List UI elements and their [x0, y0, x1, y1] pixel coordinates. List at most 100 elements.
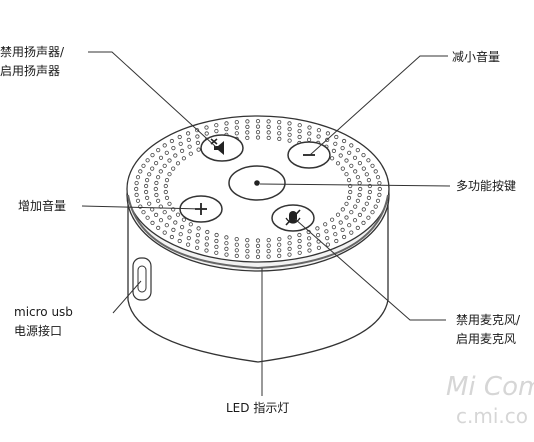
- multi-function-button[interactable]: [228, 165, 286, 201]
- grille-hole: [186, 236, 191, 241]
- grille-hole: [234, 253, 239, 258]
- label-mute-mic-line2: 启用麦克风: [456, 332, 517, 346]
- grille-hole: [287, 241, 292, 246]
- grille-hole: [373, 204, 378, 209]
- grille-hole: [205, 229, 210, 235]
- grille-hole: [340, 166, 345, 171]
- grille-hole: [204, 131, 209, 136]
- grille-hole: [349, 143, 354, 148]
- grille-hole: [361, 153, 366, 158]
- grille-hole: [347, 150, 352, 155]
- grille-hole: [245, 249, 250, 254]
- grille-hole: [162, 210, 167, 215]
- grille-hole: [352, 218, 358, 223]
- label-mute-speaker-line2: 启用扬声器: [0, 64, 61, 78]
- grille-hole: [361, 220, 366, 225]
- grille-hole: [162, 163, 167, 168]
- grille-hole: [141, 210, 146, 215]
- grille-hole: [245, 243, 250, 248]
- grille-hole: [346, 195, 352, 200]
- grille-hole: [297, 129, 302, 134]
- grille-hole: [162, 230, 167, 235]
- grille-hole: [353, 169, 358, 174]
- grille-hole: [245, 254, 250, 259]
- grille-hole: [173, 220, 178, 225]
- grille-hole: [153, 186, 158, 192]
- leader-usb: [112, 280, 142, 314]
- speaker-grille: [134, 119, 382, 259]
- grille-hole: [175, 161, 181, 166]
- grille-hole: [323, 222, 328, 227]
- grille-hole: [344, 172, 349, 177]
- grille-hole: [214, 250, 219, 255]
- grille-hole: [255, 254, 261, 259]
- grille-hole: [255, 124, 261, 129]
- grille-hole: [329, 156, 335, 161]
- mic-mute-icon: [285, 209, 301, 226]
- grille-hole: [325, 236, 330, 241]
- grille-hole: [163, 189, 168, 195]
- volume-down-button[interactable]: [287, 141, 331, 169]
- grille-hole: [287, 138, 292, 143]
- grille-hole: [366, 178, 371, 183]
- grille-hole: [224, 241, 229, 246]
- grille-hole: [134, 192, 139, 197]
- grille-hole: [377, 181, 382, 186]
- grille-hole: [224, 235, 229, 240]
- watermark-line2: c.mi.co: [456, 404, 528, 428]
- grille-hole: [344, 215, 349, 220]
- grille-hole: [177, 238, 182, 244]
- mute-mic-button[interactable]: [271, 204, 315, 232]
- grille-hole: [181, 156, 186, 161]
- grille-hole: [366, 158, 371, 163]
- grille-hole: [266, 243, 271, 248]
- grille-hole: [169, 234, 174, 240]
- grille-hole: [214, 232, 219, 238]
- leader-volume-down: [309, 55, 448, 156]
- grille-hole: [364, 172, 369, 177]
- grille-hole: [135, 175, 141, 180]
- grille-hole: [134, 181, 139, 186]
- grille-hole: [341, 138, 347, 144]
- leader-lines: [81, 51, 451, 396]
- grille-hole: [204, 236, 209, 241]
- grille-hole: [316, 134, 321, 139]
- dot-icon: [254, 180, 260, 186]
- label-volume-up: 增加音量: [18, 199, 67, 213]
- grille-hole: [150, 220, 155, 225]
- grille-hole: [266, 238, 271, 243]
- grille-hole: [346, 178, 352, 183]
- grille-hole: [164, 150, 169, 155]
- grille-hole: [186, 131, 191, 136]
- grille-hole: [266, 130, 271, 135]
- grille-hole: [355, 175, 360, 180]
- grille-hole: [287, 127, 292, 132]
- grille-hole: [234, 248, 239, 253]
- grille-hole: [324, 229, 329, 234]
- grille-hole: [361, 166, 366, 171]
- grille-hole: [341, 234, 347, 240]
- leader-volume-up: [81, 205, 203, 210]
- label-mute-speaker-line1: 禁用扬声器/: [0, 45, 65, 59]
- grille-hole: [158, 218, 164, 223]
- grille-hole: [277, 131, 282, 136]
- grille-hole: [145, 158, 150, 163]
- grille-hole: [158, 169, 163, 174]
- grille-hole: [145, 178, 150, 183]
- grille-hole: [154, 192, 159, 198]
- grille-hole: [333, 232, 338, 237]
- grille-hole: [214, 244, 219, 249]
- grille-hole: [316, 245, 321, 250]
- label-micro-usb-line1: micro usb: [14, 305, 73, 319]
- grille-hole: [287, 246, 292, 251]
- grille-hole: [178, 232, 183, 237]
- grille-hole: [214, 238, 219, 244]
- grille-hole: [234, 131, 239, 136]
- grille-hole: [370, 210, 375, 215]
- grille-hole: [297, 134, 302, 140]
- grille-hole: [154, 212, 159, 217]
- grille-hole: [181, 217, 186, 222]
- grille-hole: [335, 212, 341, 217]
- mute-speaker-button[interactable]: [200, 134, 244, 162]
- grille-hole: [187, 144, 192, 149]
